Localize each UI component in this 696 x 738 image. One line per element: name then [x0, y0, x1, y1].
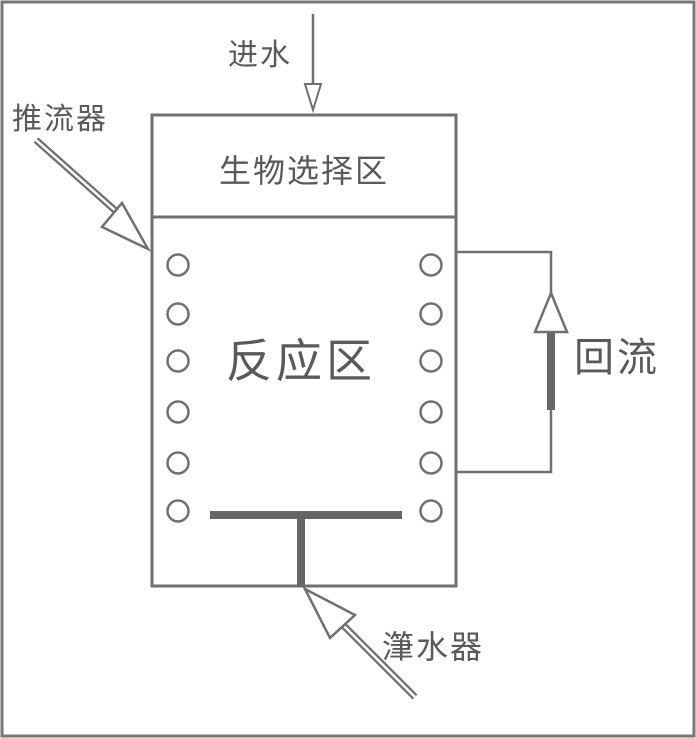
right-diffusers — [419, 253, 443, 523]
diffuser-circle — [166, 302, 190, 326]
pusher-label: 推流器 — [12, 102, 108, 137]
aerator-arrow — [302, 586, 418, 700]
diffuser-circle — [419, 302, 443, 326]
diffuser-circle — [166, 349, 190, 373]
diffuser-circle — [166, 499, 190, 523]
reflux-loop — [456, 250, 569, 474]
inlet-label: 进水 — [228, 38, 292, 73]
inlet-arrow — [303, 14, 323, 114]
reaction-zone-label: 反应区 — [226, 334, 376, 388]
reflux-label: 回流 — [574, 335, 660, 381]
selector-zone-label: 生物选择区 — [218, 152, 389, 190]
diffuser-circle — [419, 253, 443, 277]
diffuser-circle — [419, 451, 443, 475]
left-diffusers — [166, 253, 190, 523]
diffuser-circle — [166, 451, 190, 475]
decanter — [210, 511, 402, 587]
diffuser-circle — [419, 400, 443, 424]
diffuser-circle — [166, 400, 190, 424]
diffuser-circle — [419, 349, 443, 373]
diffuser-circle — [419, 499, 443, 523]
aerator-label: 潷水器 — [382, 628, 485, 666]
diffuser-circle — [166, 253, 190, 277]
pusher-arrow — [33, 137, 152, 252]
